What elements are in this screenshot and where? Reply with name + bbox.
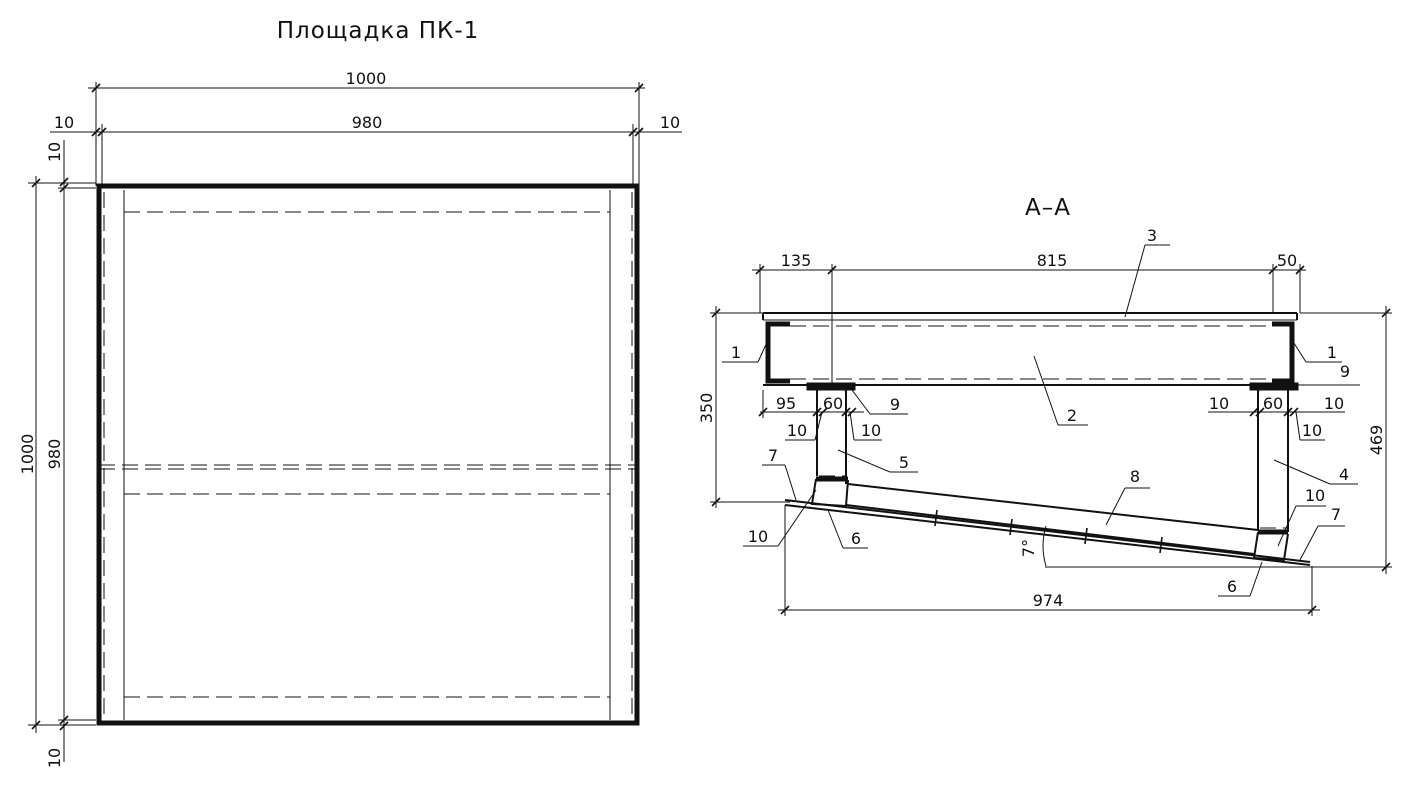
part-label-7-left: 7 [768,446,778,465]
part-leaders: 3 1 1 2 9 9 5 4 [722,226,1360,597]
part-label-6-left: 6 [851,529,861,548]
platform-outline [96,183,640,726]
part-label-10-right: 10 [1305,486,1325,505]
plan-view: Площадка ПК-1 1000 980 [18,18,682,768]
dimension-469: 469 [1045,306,1392,574]
dim-10-right-3: 10 [1302,421,1322,440]
dimension-overall-width: 1000 [88,69,645,186]
dimension-right-leg: 10 60 10 10 [1208,394,1345,441]
dimension-angle: 7° [1019,525,1047,567]
dimension-left-leg: 95 60 10 10 [758,390,882,441]
dim-1000-left: 1000 [18,434,37,475]
dim-10-left-1: 10 [787,421,807,440]
dimension-inner-height: 980 10 10 [45,140,96,768]
part-label-8: 8 [1130,467,1140,486]
dim-10-left-2: 10 [861,421,881,440]
dim-10-right-top: 10 [660,113,680,132]
section-title: А–А [1025,195,1071,221]
dim-10-bottom-left: 10 [45,748,64,768]
part-label-1-right: 1 [1327,343,1337,362]
part-label-2: 2 [1067,406,1077,425]
part-label-7-right: 7 [1331,505,1341,524]
part-label-4: 4 [1339,465,1349,484]
dimension-974: 974 [778,505,1320,616]
dim-980-top: 980 [352,113,383,132]
dim-350: 350 [697,393,716,424]
dim-10-right-2: 10 [1324,394,1344,413]
dim-10-top-left: 10 [45,142,64,162]
dim-60-left: 60 [823,394,843,413]
part-label-10-left: 10 [748,527,768,546]
part-label-1-left: 1 [731,343,741,362]
dimension-top-chain: 135 815 50 [752,251,1306,385]
dim-angle: 7° [1019,539,1038,557]
dim-974: 974 [1033,591,1064,610]
part-label-3: 3 [1147,226,1157,245]
part-label-9-left: 9 [890,395,900,414]
dimension-inner-width: 980 10 10 [50,113,682,186]
plan-title: Площадка ПК-1 [277,18,480,44]
dim-469: 469 [1367,425,1386,456]
part-label-9-right: 9 [1340,362,1350,381]
dim-815: 815 [1037,251,1068,270]
part-label-6-right: 6 [1227,577,1237,596]
dim-60-right: 60 [1263,394,1283,413]
dim-980-left: 980 [45,439,64,470]
part-label-5: 5 [899,453,909,472]
dim-95: 95 [776,394,796,413]
section-view: А–А [697,195,1392,616]
deck-beam [762,312,1298,386]
dim-135: 135 [781,251,812,270]
dim-10-left-top: 10 [54,113,74,132]
dim-1000-top: 1000 [346,69,387,88]
dimension-350: 350 [697,306,790,508]
dim-10-right-1: 10 [1209,394,1229,413]
dim-50: 50 [1277,251,1297,270]
inclined-frame [784,483,1311,566]
